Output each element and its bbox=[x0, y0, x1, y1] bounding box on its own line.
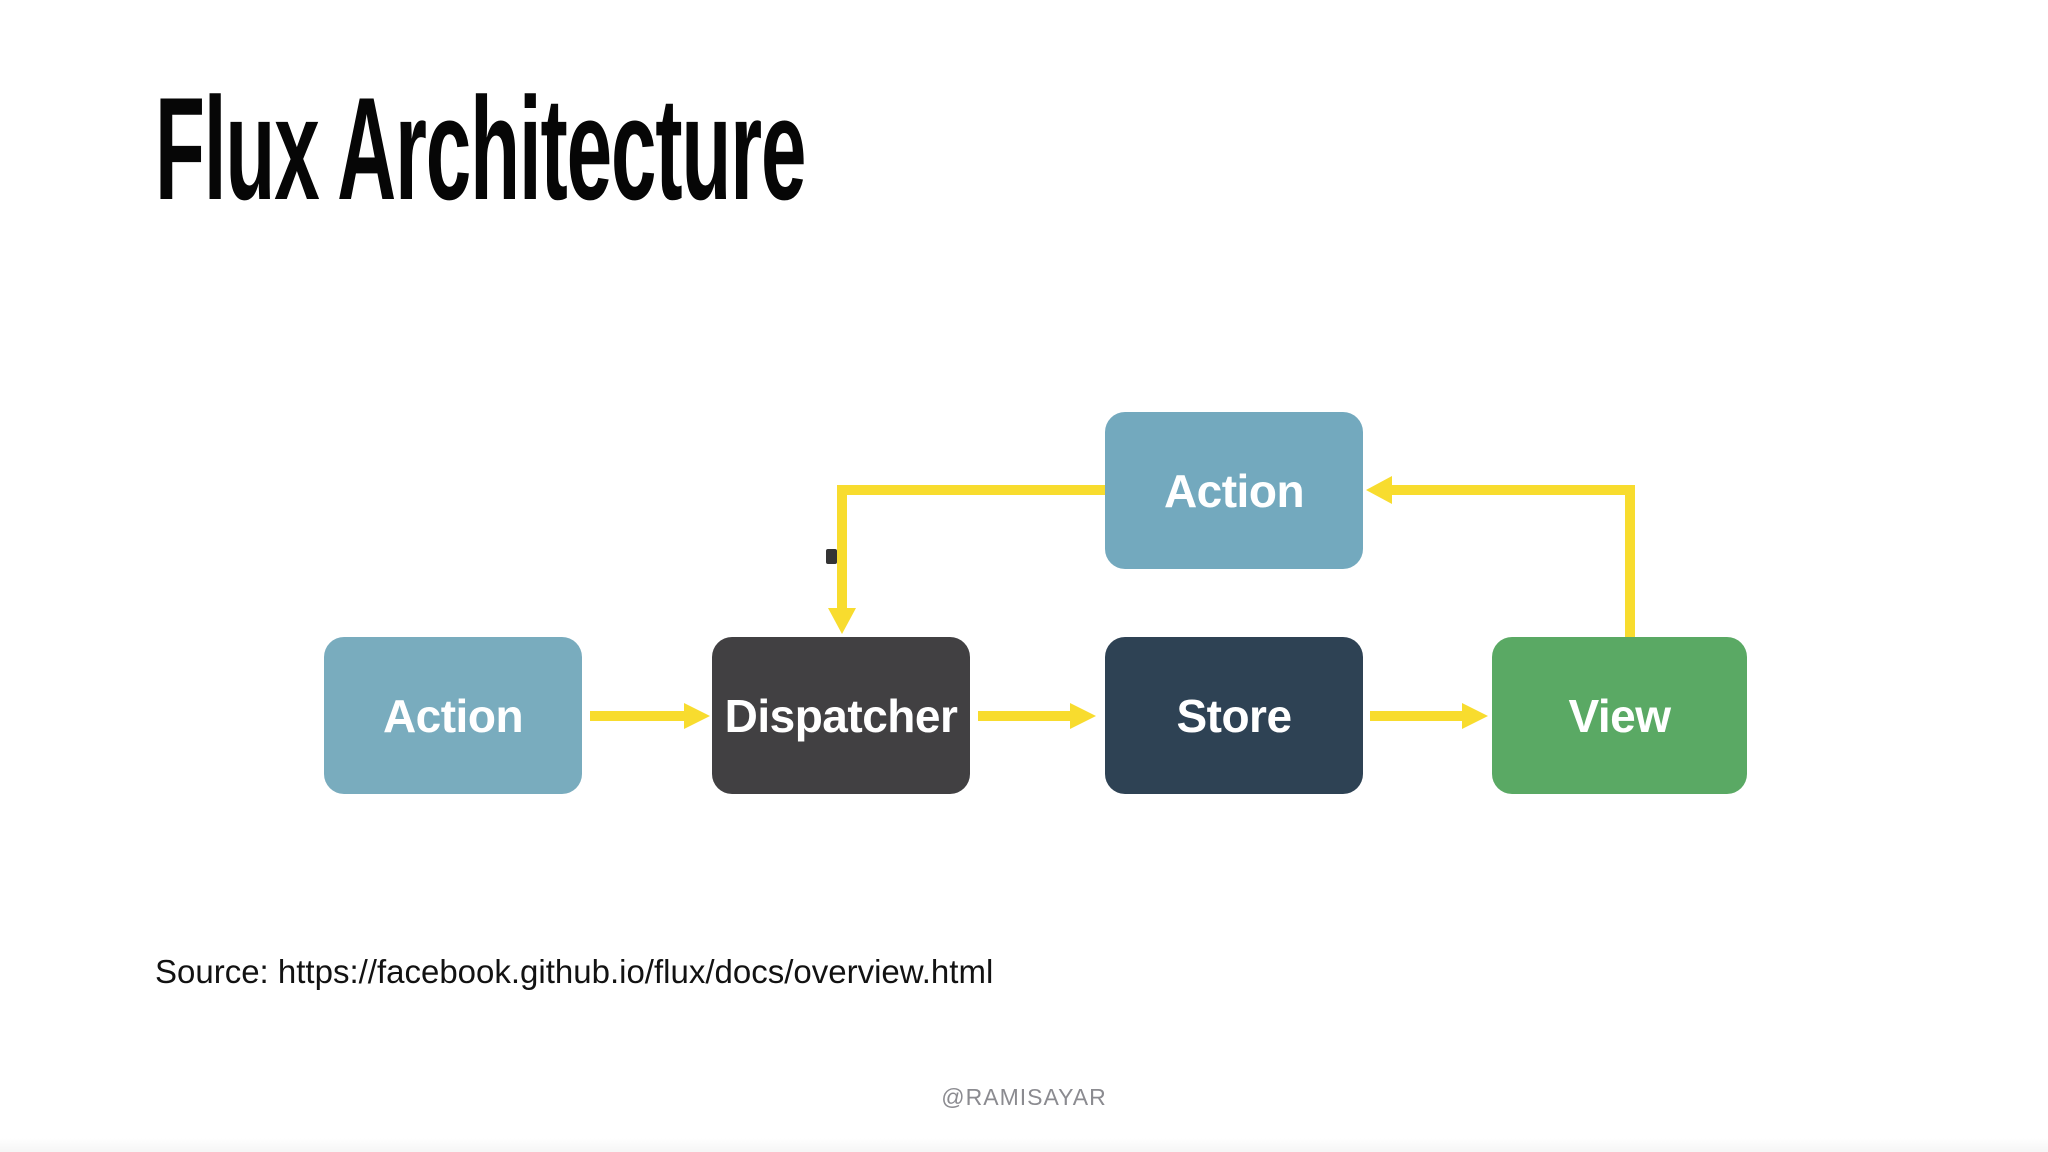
edge-actiontop-to-dispatcher-arrow bbox=[828, 485, 1105, 634]
node-action-top-label: Action bbox=[1163, 464, 1305, 517]
edge-actionleft-to-dispatcher-arrow bbox=[590, 703, 710, 729]
node-dispatcher-label: Dispatcher bbox=[724, 689, 958, 742]
small-dark-artifact bbox=[826, 549, 837, 564]
node-action-left-label: Action bbox=[382, 689, 524, 742]
node-dispatcher: Dispatcher bbox=[712, 637, 970, 794]
footer-handle: @RAMISAYAR bbox=[941, 1084, 1107, 1110]
edge-view-to-actiontop-arrow bbox=[1366, 476, 1635, 637]
node-store: Store bbox=[1105, 637, 1363, 794]
node-action-top: Action bbox=[1105, 412, 1363, 569]
node-action-left: Action bbox=[324, 637, 582, 794]
node-view: View bbox=[1492, 637, 1747, 794]
node-view-label: View bbox=[1568, 689, 1672, 742]
node-store-label: Store bbox=[1176, 689, 1292, 742]
edge-store-to-view-arrow bbox=[1370, 703, 1488, 729]
slide-title: Flux Architecture bbox=[155, 67, 806, 230]
edge-dispatcher-to-store-arrow bbox=[978, 703, 1096, 729]
source-citation: Source: https://facebook.github.io/flux/… bbox=[155, 953, 994, 990]
